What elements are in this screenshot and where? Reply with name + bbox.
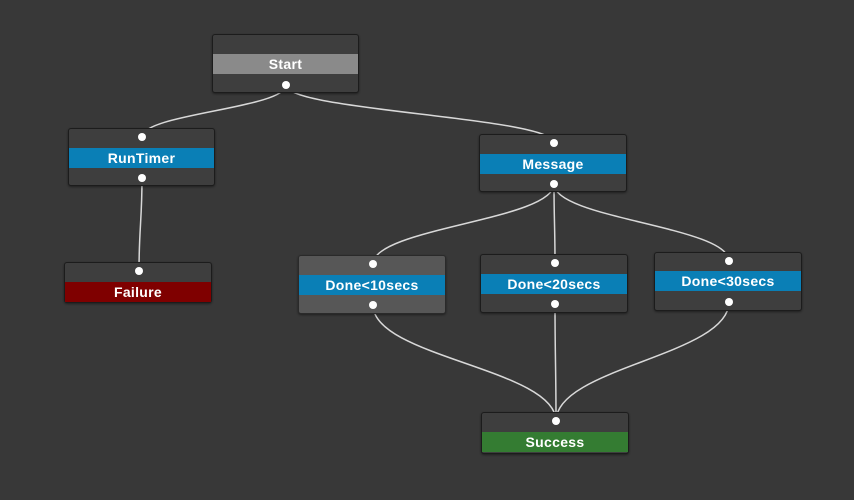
node-failure-label: Failure xyxy=(65,282,211,302)
node-runtimer[interactable]: RunTimer xyxy=(68,128,215,186)
node-done-10secs-label: Done<10secs xyxy=(299,275,445,295)
input-port[interactable] xyxy=(138,133,146,141)
node-done-20secs[interactable]: Done<20secs xyxy=(480,254,628,313)
node-success[interactable]: Success xyxy=(481,412,629,454)
node-start-label: Start xyxy=(213,54,358,74)
edge-message-to-done30 xyxy=(553,183,730,262)
node-runtimer-label: RunTimer xyxy=(69,148,214,168)
node-failure[interactable]: Failure xyxy=(64,262,212,303)
node-done-30secs[interactable]: Done<30secs xyxy=(654,252,802,311)
input-port[interactable] xyxy=(551,259,559,267)
edge-done10-to-success xyxy=(372,304,557,422)
edge-message-to-done10 xyxy=(372,183,555,265)
node-message[interactable]: Message xyxy=(479,134,627,192)
output-port[interactable] xyxy=(282,81,290,89)
node-start[interactable]: Start xyxy=(212,34,359,93)
edge-done20-to-success xyxy=(554,303,557,422)
input-port[interactable] xyxy=(550,139,558,147)
input-port[interactable] xyxy=(552,417,560,425)
input-port[interactable] xyxy=(725,257,733,265)
output-port[interactable] xyxy=(369,301,377,309)
edge-start-to-message xyxy=(285,84,555,144)
node-done-30secs-label: Done<30secs xyxy=(655,271,801,291)
output-port[interactable] xyxy=(138,174,146,182)
edge-done30-to-success xyxy=(555,301,730,422)
output-port[interactable] xyxy=(725,298,733,306)
output-port[interactable] xyxy=(551,300,559,308)
edge-runtimer-to-failure xyxy=(138,177,143,272)
input-port[interactable] xyxy=(135,267,143,275)
output-port[interactable] xyxy=(550,180,558,188)
node-done-10secs[interactable]: Done<10secs xyxy=(298,255,446,314)
node-success-label: Success xyxy=(482,432,628,452)
input-port[interactable] xyxy=(369,260,377,268)
node-message-label: Message xyxy=(480,154,626,174)
node-done-20secs-label: Done<20secs xyxy=(481,274,627,294)
edge-message-to-done20 xyxy=(553,183,556,264)
